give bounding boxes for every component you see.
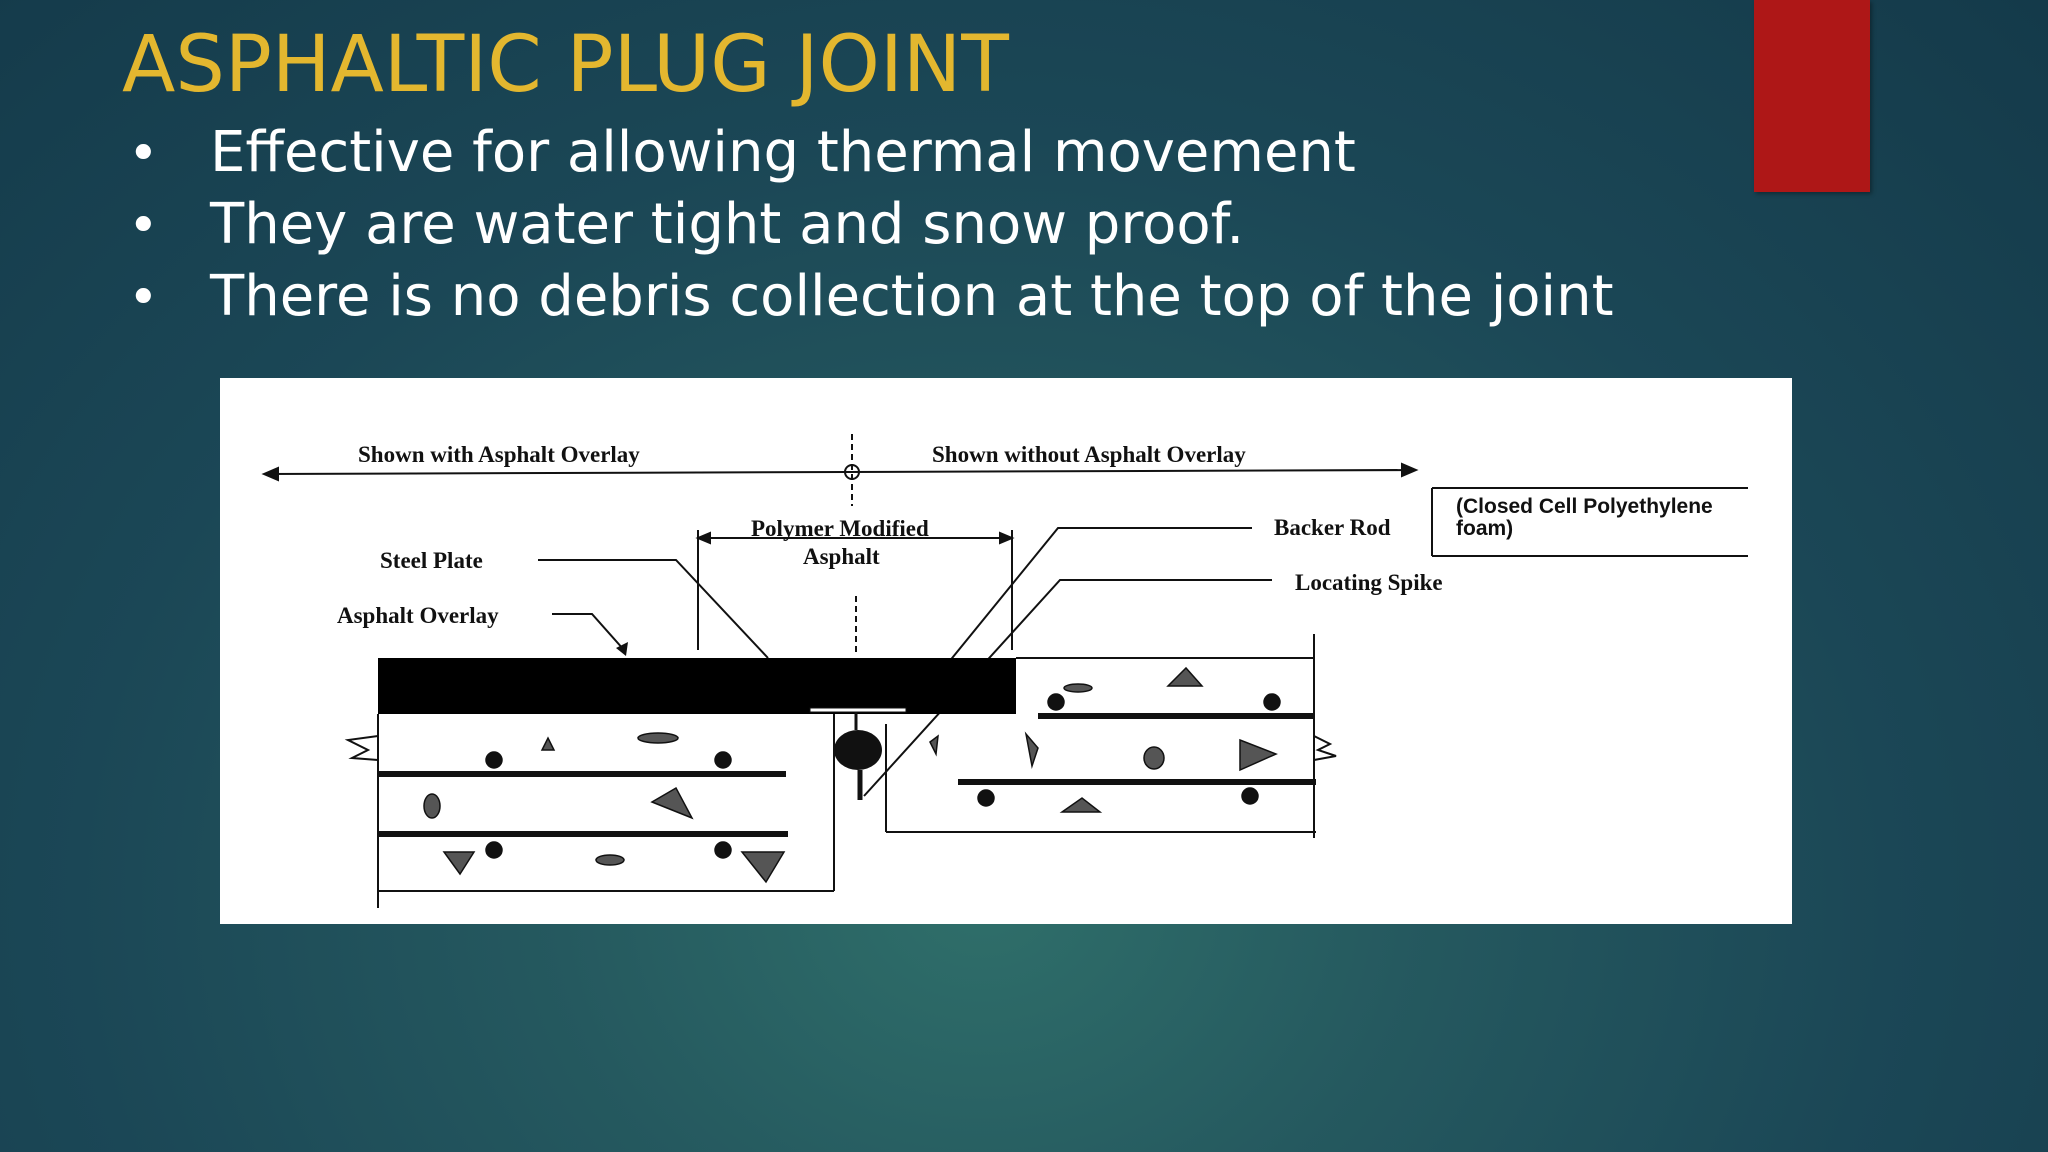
- label-locating-spike: Locating Spike: [1295, 570, 1443, 595]
- asphalt-overlay-leader: [552, 613, 625, 651]
- right-deck-slab: [885, 634, 1337, 838]
- centerline: [844, 434, 860, 653]
- left-deck-slab: [344, 714, 835, 908]
- bullet-text: Effective for allowing thermal movement: [210, 120, 1356, 185]
- label-backer-rod: Backer Rod: [1274, 515, 1391, 540]
- left-aggregate: [423, 732, 786, 884]
- steel-plate: [809, 707, 907, 713]
- foam-callout-box: [1431, 487, 1748, 557]
- slide-title: ASPHALTIC PLUG JOINT: [122, 20, 1009, 110]
- right-rebar: [958, 713, 1316, 785]
- bullet-marker: •: [128, 196, 159, 256]
- overlay-dimension-line: [261, 462, 1419, 482]
- label-polymer-line2: Asphalt: [803, 544, 880, 569]
- asphalt-plug-layer: [378, 658, 1016, 714]
- backer-rod-leader: [943, 527, 1252, 669]
- right-aggregate: [929, 666, 1281, 813]
- label-polymer-line1: Polymer Modified: [751, 516, 929, 541]
- label-with-overlay: Shown with Asphalt Overlay: [358, 442, 640, 467]
- joint-diagram-svg: Shown with Asphalt Overlay Shown without…: [261, 434, 1748, 908]
- bullet-text: They are water tight and snow proof.: [210, 192, 1245, 257]
- steel-plate-leader: [538, 559, 769, 659]
- label-steel-plate: Steel Plate: [380, 548, 483, 573]
- asphalt-overlay-arrowhead: [616, 642, 628, 656]
- label-foam-line1: (Closed Cell Polyethylene: [1456, 495, 1713, 518]
- bullet-marker: •: [128, 268, 159, 328]
- polymer-dimension: [695, 530, 1015, 650]
- label-asphalt-overlay: Asphalt Overlay: [337, 603, 499, 628]
- bullet-text: There is no debris collection at the top…: [210, 264, 1614, 329]
- label-without-overlay: Shown without Asphalt Overlay: [932, 442, 1246, 467]
- joint-diagram: Shown with Asphalt Overlay Shown without…: [220, 378, 1792, 924]
- locating-spike-leader: [863, 579, 1272, 797]
- left-rebar: [378, 771, 788, 837]
- accent-bar: [1754, 0, 1870, 192]
- backer-rod: [834, 730, 882, 800]
- label-foam-line2: foam): [1456, 517, 1513, 540]
- bullet-marker: •: [128, 124, 159, 184]
